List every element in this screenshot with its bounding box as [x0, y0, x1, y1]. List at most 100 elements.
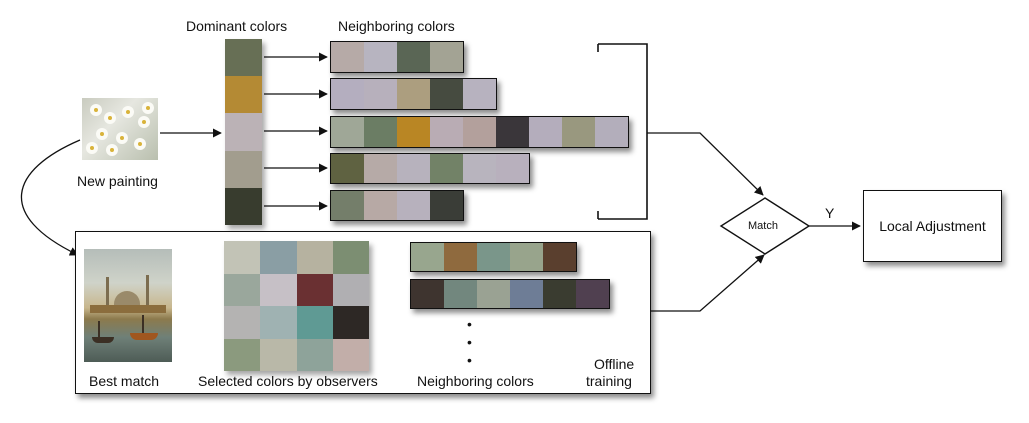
neighbor-row-4-swatch-5: [463, 154, 496, 183]
neighboring-colors-label-bottom: Neighboring colors: [417, 373, 534, 389]
ellipsis-dot-2: •: [467, 334, 472, 350]
offline-row-1-swatch-4: [510, 243, 543, 271]
best-match-label: Best match: [89, 373, 160, 389]
neighbor-row-3-swatch-8: [562, 117, 595, 147]
neighbor-row-3-swatch-6: [496, 117, 529, 147]
offline-row-2-swatch-6: [576, 280, 609, 308]
dominant-swatch-5: [225, 187, 262, 226]
selected-color-cell: [260, 306, 297, 339]
flower-blossom: [142, 102, 154, 114]
neighbor-row-5-swatch-1: [331, 191, 364, 220]
neighbor-row-3-swatch-9: [595, 117, 628, 147]
flower-blossom: [122, 106, 134, 118]
flower-blossom: [106, 144, 118, 156]
neighbor-strip-4: [330, 153, 530, 184]
boat-mast: [142, 315, 144, 333]
neighbor-strip-2: [330, 78, 497, 110]
flower-blossom: [104, 112, 116, 124]
selected-color-cell: [260, 338, 297, 371]
flower-blossom: [86, 142, 98, 154]
neighbor-row-3-swatch-7: [529, 117, 562, 147]
offline-row-2-swatch-1: [411, 280, 444, 308]
dominant-swatch-2: [225, 76, 262, 114]
new-painting-thumbnail: [82, 98, 158, 160]
selected-color-cell: [224, 338, 261, 371]
neighbor-row-2-swatch-2: [364, 79, 397, 109]
selected-color-cell: [332, 338, 369, 371]
boat: [92, 337, 114, 343]
yes-label: Y: [825, 205, 835, 221]
neighbor-row-2-swatch-5: [463, 79, 496, 109]
neighbor-strip-3: [330, 116, 629, 148]
flower-blossom: [96, 128, 108, 140]
selected-color-cell: [296, 338, 333, 371]
boat: [130, 333, 158, 340]
selected-color-cell: [332, 306, 369, 339]
offline-row-1-swatch-3: [477, 243, 510, 271]
offline-row-2-swatch-4: [510, 280, 543, 308]
dominant-swatch-3: [225, 113, 262, 151]
offline-row-2-swatch-2: [444, 280, 477, 308]
mosque-dome: [114, 291, 140, 305]
dominant-colors-label: Dominant colors: [186, 18, 288, 34]
neighbor-row-3-swatch-4: [430, 117, 463, 147]
arrow-offline-to-match: [650, 254, 765, 312]
dominant-color-column: [225, 39, 262, 226]
neighbor-row-5-swatch-3: [397, 191, 430, 220]
match-decision-diamond: [719, 197, 811, 255]
best-match-thumbnail: [84, 249, 172, 362]
match-label: Match: [748, 220, 778, 232]
offline-neighbor-strip-1: [410, 242, 577, 272]
offline-row-1-swatch-5: [543, 243, 576, 271]
neighbor-row-3-swatch-5: [463, 117, 496, 147]
neighbor-row-2-swatch-4: [430, 79, 463, 109]
arrow-painting-to-offline: [20, 139, 81, 256]
neighbor-row-5-swatch-4: [430, 191, 463, 220]
flower-blossom: [138, 116, 150, 128]
new-painting-label: New painting: [77, 173, 158, 189]
offline-row-1-swatch-1: [411, 243, 444, 271]
neighbor-row-5-swatch-2: [364, 191, 397, 220]
offline-row-2-swatch-3: [477, 280, 510, 308]
neighbor-row-4-swatch-2: [364, 154, 397, 183]
selected-color-cell: [224, 241, 261, 274]
neighbor-row-2-swatch-1: [331, 79, 364, 109]
selected-color-cell: [332, 273, 369, 306]
selected-color-cell: [224, 273, 261, 306]
selected-color-cell: [260, 241, 297, 274]
offline-row-1-swatch-2: [444, 243, 477, 271]
neighbor-strip-1: [330, 41, 464, 73]
local-adjustment-label: Local Adjustment: [879, 218, 986, 234]
neighbor-row-4-swatch-3: [397, 154, 430, 183]
training-label: training: [586, 373, 632, 389]
minaret: [106, 277, 109, 307]
ellipsis-dot-3: •: [467, 352, 472, 368]
neighbor-row-4-swatch-1: [331, 154, 364, 183]
neighbor-row-1-swatch-4: [430, 42, 463, 72]
neighbor-strip-5: [330, 190, 464, 221]
minaret: [146, 275, 149, 307]
offline-neighbor-strip-2: [410, 279, 610, 309]
selected-color-cell: [260, 273, 297, 306]
neighbor-row-3-swatch-1: [331, 117, 364, 147]
boat-mast: [98, 321, 100, 337]
selected-color-cell: [296, 306, 333, 339]
neighbor-row-1-swatch-1: [331, 42, 364, 72]
neighboring-colors-label-top: Neighboring colors: [338, 18, 455, 34]
flower-blossom: [134, 138, 146, 150]
selected-color-cell: [332, 241, 369, 274]
neighbor-row-3-swatch-2: [364, 117, 397, 147]
selected-colors-label: Selected colors by observers: [198, 373, 378, 389]
selected-color-cell: [296, 273, 333, 306]
neighbor-row-1-swatch-3: [397, 42, 430, 72]
neighbor-row-4-swatch-6: [496, 154, 529, 183]
neighbor-row-1-swatch-2: [364, 42, 397, 72]
selected-colors-grid: [224, 241, 369, 371]
neighbor-row-4-swatch-4: [430, 154, 463, 183]
arrow-bracket-to-match: [647, 132, 764, 196]
dominant-swatch-1: [225, 39, 262, 77]
bracket: [598, 43, 648, 220]
flower-blossom: [90, 104, 102, 116]
